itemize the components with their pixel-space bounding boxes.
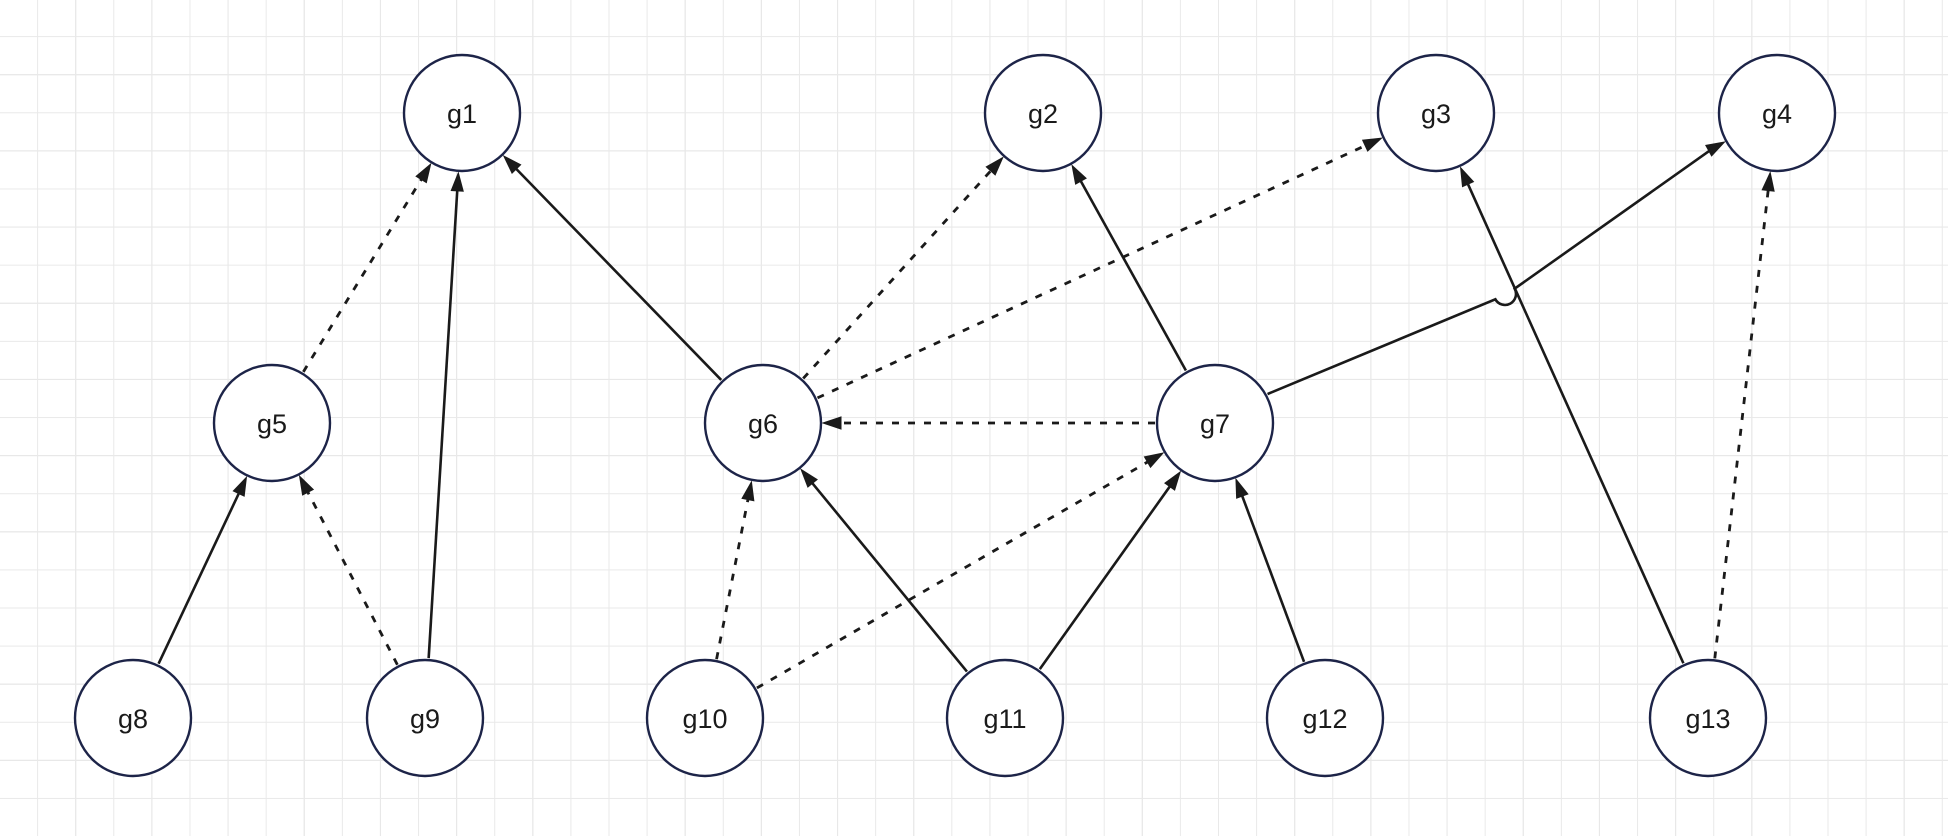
arrowhead-icon [800, 468, 818, 488]
edge-line-solid [427, 185, 459, 659]
edge-g5-to-g1[interactable] [302, 162, 432, 373]
node-g6[interactable]: g6 [703, 363, 823, 483]
edge-line-dotted [816, 142, 1371, 400]
edge-line-solid [157, 488, 243, 665]
arrowhead-icon [1459, 166, 1475, 188]
arrowhead-icon [415, 162, 432, 184]
edge-g7-to-g2[interactable] [1071, 164, 1188, 372]
node-g10[interactable]: g10 [645, 658, 765, 778]
node-g13[interactable]: g13 [1648, 658, 1768, 778]
arrowhead-icon [1361, 137, 1383, 152]
edge-g9-to-g1[interactable] [427, 171, 464, 659]
edge-line-solid [1464, 179, 1685, 664]
edge-g13-to-g3[interactable] [1459, 166, 1685, 664]
edge-line-solid [1239, 490, 1306, 663]
edge-g12-to-g7[interactable] [1235, 477, 1306, 663]
arrowhead-icon [985, 156, 1004, 176]
node-circle-g4[interactable] [1717, 53, 1837, 173]
arrowhead-icon [1164, 470, 1182, 491]
edge-line-solid [1077, 176, 1188, 372]
node-circle-g1[interactable] [402, 53, 522, 173]
node-circle-g10[interactable] [645, 658, 765, 778]
arrowhead-icon [502, 154, 522, 174]
edge-line-dotted [304, 487, 399, 666]
node-circle-g3[interactable] [1376, 53, 1496, 173]
arrowhead-icon [232, 475, 248, 497]
edge-g8-to-g5[interactable] [157, 475, 248, 665]
edge-line-solid [1267, 147, 1714, 396]
node-g9[interactable]: g9 [365, 658, 485, 778]
node-circle-g12[interactable] [1265, 658, 1385, 778]
edge-g10-to-g7[interactable] [756, 452, 1165, 690]
edge-g7-to-g6[interactable] [821, 416, 1155, 430]
node-circle-g8[interactable] [73, 658, 193, 778]
node-g5[interactable]: g5 [212, 363, 332, 483]
arrowhead-icon [821, 416, 842, 430]
node-g8[interactable]: g8 [73, 658, 193, 778]
edge-layer [157, 137, 1775, 690]
arrowhead-icon [450, 171, 464, 192]
arrowhead-icon [1071, 164, 1087, 185]
edge-g11-to-g7[interactable] [1038, 470, 1182, 670]
node-circle-g11[interactable] [945, 658, 1065, 778]
node-g1[interactable]: g1 [402, 53, 522, 173]
arrowhead-icon [298, 474, 315, 496]
node-circle-g6[interactable] [703, 363, 823, 483]
node-circle-g5[interactable] [212, 363, 332, 483]
arrowhead-icon [1143, 452, 1165, 469]
edge-g6-to-g1[interactable] [502, 154, 723, 381]
edge-g11-to-g6[interactable] [800, 468, 968, 673]
node-g12[interactable]: g12 [1265, 658, 1385, 778]
edge-line-solid [1038, 481, 1174, 670]
node-g7[interactable]: g7 [1155, 363, 1275, 483]
node-circle-g13[interactable] [1648, 658, 1768, 778]
node-circle-g9[interactable] [365, 658, 485, 778]
edge-line-dotted [802, 166, 996, 380]
edge-line-dotted [1713, 185, 1771, 659]
node-g11[interactable]: g11 [945, 658, 1065, 778]
edge-line-dotted [756, 458, 1153, 690]
node-circle-g7[interactable] [1155, 363, 1275, 483]
edge-line-dotted [302, 174, 426, 373]
arrowhead-icon [1761, 171, 1775, 192]
edge-line-dotted [715, 494, 751, 660]
edge-g10-to-g6[interactable] [715, 480, 755, 660]
edge-line-solid [511, 164, 723, 381]
arrowhead-icon [741, 480, 755, 502]
edge-line-solid [808, 478, 968, 673]
arrowhead-icon [1705, 141, 1726, 157]
node-g2[interactable]: g2 [983, 53, 1103, 173]
node-circle-g2[interactable] [983, 53, 1103, 173]
edge-g6-to-g3[interactable] [816, 137, 1383, 400]
node-g4[interactable]: g4 [1717, 53, 1837, 173]
edge-g13-to-g4[interactable] [1713, 171, 1775, 659]
node-g3[interactable]: g3 [1376, 53, 1496, 173]
edge-g6-to-g2[interactable] [802, 156, 1004, 380]
arrowhead-icon [1235, 477, 1249, 499]
edge-g7-to-g4[interactable] [1267, 141, 1726, 396]
edge-g9-to-g5[interactable] [298, 474, 399, 666]
